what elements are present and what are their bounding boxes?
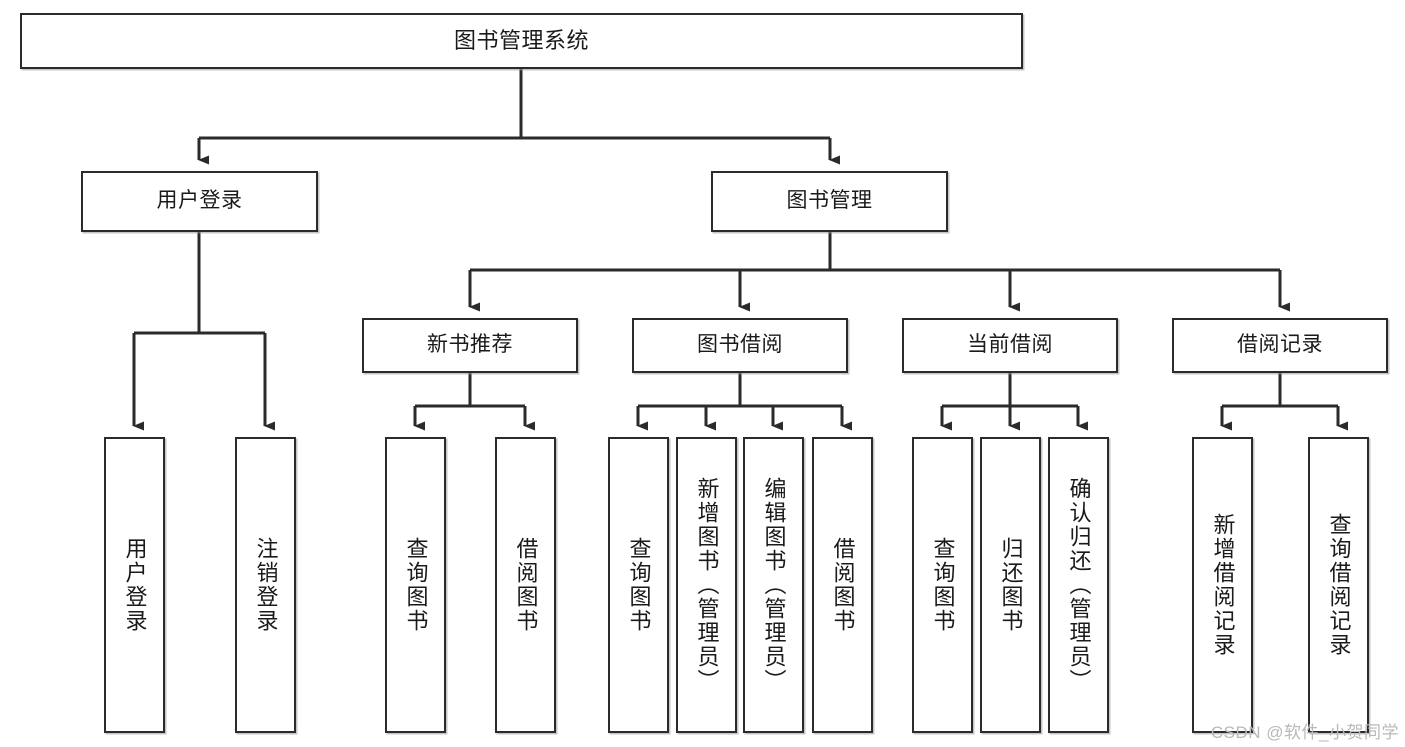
node-current-borrow[interactable]: 当前借阅 bbox=[902, 318, 1118, 373]
node-user-login[interactable]: 用户登录 bbox=[81, 171, 318, 232]
node-label: 查询图书 bbox=[403, 537, 429, 633]
watermark-text: CSDN @软件_小贺同学 bbox=[1210, 723, 1399, 742]
node-label: 当前借阅 bbox=[967, 333, 1053, 357]
node-label: 图书管理系统 bbox=[453, 28, 589, 54]
leaf-borrow-book-borrow[interactable]: 借阅图书 bbox=[812, 437, 873, 733]
leaf-query-book-current[interactable]: 查询图书 bbox=[912, 437, 973, 733]
node-label: 用户登录 bbox=[156, 189, 243, 213]
node-label: 用户登录 bbox=[122, 537, 148, 633]
leaf-user-login[interactable]: 用户登录 bbox=[104, 437, 165, 733]
leaf-return-book[interactable]: 归还图书 bbox=[980, 437, 1041, 733]
node-label: 新增借阅记录 bbox=[1210, 513, 1236, 657]
node-book-borrow[interactable]: 图书借阅 bbox=[632, 318, 848, 373]
node-label: 图书管理 bbox=[786, 189, 873, 213]
leaf-confirm-return-admin[interactable]: 确认归还（管理员） bbox=[1048, 437, 1109, 733]
node-new-book-recommend[interactable]: 新书推荐 bbox=[362, 318, 578, 373]
node-label: 查询图书 bbox=[626, 537, 652, 633]
node-borrow-record[interactable]: 借阅记录 bbox=[1172, 318, 1388, 373]
node-label: 图书借阅 bbox=[697, 333, 783, 357]
node-label: 注销登录 bbox=[253, 537, 279, 633]
node-label: 新书推荐 bbox=[427, 333, 513, 357]
node-label: 确认归还（管理员） bbox=[1066, 477, 1092, 693]
leaf-add-book-admin[interactable]: 新增图书（管理员） bbox=[676, 437, 737, 733]
node-label: 查询借阅记录 bbox=[1326, 513, 1352, 657]
node-label: 归还图书 bbox=[998, 537, 1024, 633]
node-label: 借阅图书 bbox=[513, 537, 539, 633]
node-label: 查询图书 bbox=[930, 537, 956, 633]
leaf-borrow-book-new-rec[interactable]: 借阅图书 bbox=[495, 437, 556, 733]
node-label: 编辑图书（管理员） bbox=[761, 477, 787, 693]
leaf-query-borrow-record[interactable]: 查询借阅记录 bbox=[1308, 437, 1369, 733]
leaf-add-borrow-record[interactable]: 新增借阅记录 bbox=[1192, 437, 1253, 733]
node-label: 新增图书（管理员） bbox=[694, 477, 720, 693]
leaf-logout[interactable]: 注销登录 bbox=[235, 437, 296, 733]
leaf-query-book-new-rec[interactable]: 查询图书 bbox=[385, 437, 446, 733]
node-label: 借阅图书 bbox=[830, 537, 856, 633]
node-label: 借阅记录 bbox=[1237, 333, 1323, 357]
node-root-system[interactable]: 图书管理系统 bbox=[20, 13, 1023, 69]
node-book-manage[interactable]: 图书管理 bbox=[711, 171, 948, 232]
leaf-edit-book-admin[interactable]: 编辑图书（管理员） bbox=[743, 437, 804, 733]
leaf-query-book-borrow[interactable]: 查询图书 bbox=[608, 437, 669, 733]
